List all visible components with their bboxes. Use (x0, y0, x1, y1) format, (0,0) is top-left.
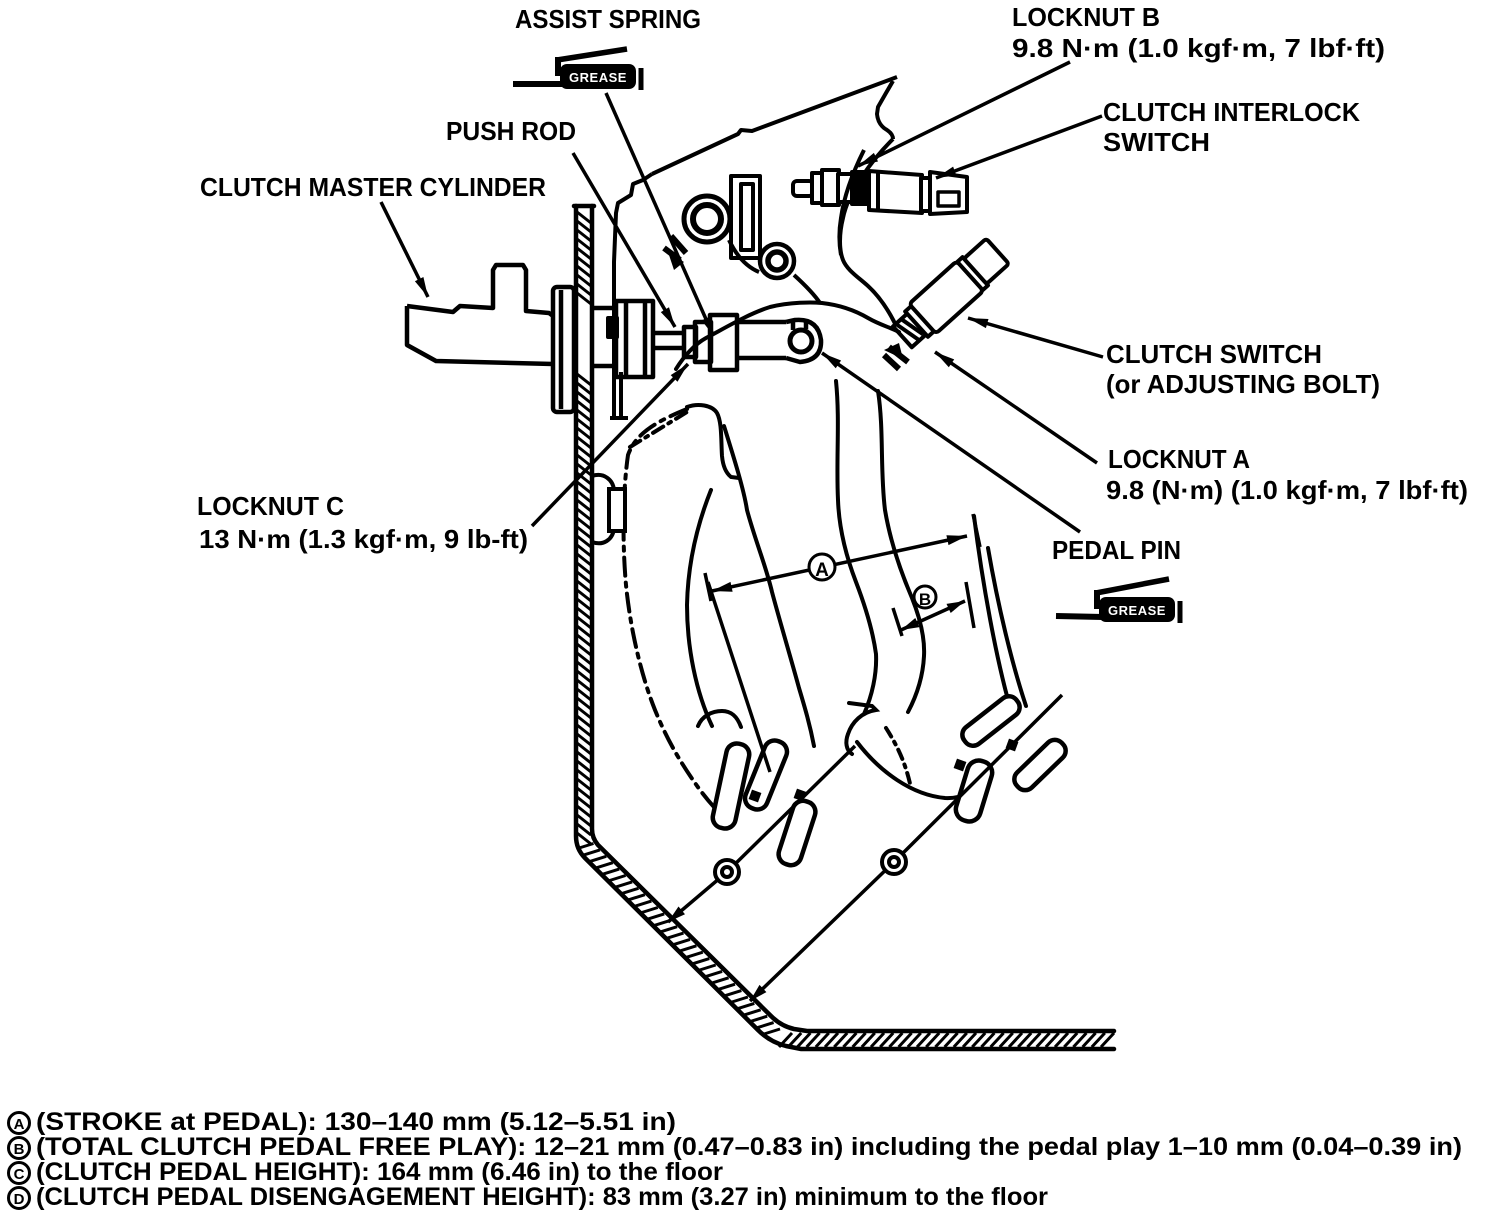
svg-text:SWITCH: SWITCH (1103, 127, 1210, 157)
svg-text:C: C (14, 1166, 25, 1183)
svg-text:GREASE: GREASE (569, 70, 627, 85)
svg-text:(TOTAL CLUTCH PEDAL FREE PLAY): (TOTAL CLUTCH PEDAL FREE PLAY): 12–21 mm… (36, 1133, 1462, 1161)
svg-text:(STROKE at PEDAL): 130–140 mm: (STROKE at PEDAL): 130–140 mm (5.12–5.51… (36, 1108, 676, 1136)
svg-text:CLUTCH SWITCH: CLUTCH SWITCH (1106, 339, 1322, 369)
svg-text:(CLUTCH PEDAL DISENGAGEMENT HE: (CLUTCH PEDAL DISENGAGEMENT HEIGHT): 83 … (36, 1183, 1048, 1211)
svg-text:9.8 N·m (1.0 kgf·m, 7 lbf·ft): 9.8 N·m (1.0 kgf·m, 7 lbf·ft) (1012, 33, 1385, 63)
svg-text:PUSH ROD: PUSH ROD (446, 116, 576, 146)
svg-text:PEDAL PIN: PEDAL PIN (1052, 535, 1181, 565)
svg-text:CLUTCH INTERLOCK: CLUTCH INTERLOCK (1103, 97, 1360, 127)
svg-text:GREASE: GREASE (1108, 603, 1166, 618)
svg-text:A: A (815, 560, 829, 581)
svg-text:D: D (14, 1191, 25, 1208)
svg-text:CLUTCH MASTER CYLINDER: CLUTCH MASTER CYLINDER (200, 172, 546, 202)
svg-text:LOCKNUT A: LOCKNUT A (1108, 444, 1250, 474)
svg-text:LOCKNUT C: LOCKNUT C (197, 491, 344, 521)
svg-text:LOCKNUT B: LOCKNUT B (1012, 2, 1160, 32)
svg-text:A: A (14, 1116, 25, 1133)
svg-text:B: B (919, 590, 931, 609)
svg-text:(CLUTCH PEDAL HEIGHT): 164 mm: (CLUTCH PEDAL HEIGHT): 164 mm (6.46 in) … (36, 1158, 723, 1186)
svg-text:B: B (14, 1141, 25, 1158)
svg-text:13 N·m (1.3 kgf·m, 9 lb-ft): 13 N·m (1.3 kgf·m, 9 lb-ft) (199, 524, 528, 554)
svg-text:ASSIST SPRING: ASSIST SPRING (515, 4, 701, 34)
svg-text:9.8 (N·m) (1.0 kgf·m, 7 lbf·ft: 9.8 (N·m) (1.0 kgf·m, 7 lbf·ft) (1106, 475, 1468, 505)
svg-text:(or ADJUSTING BOLT): (or ADJUSTING BOLT) (1106, 369, 1380, 399)
